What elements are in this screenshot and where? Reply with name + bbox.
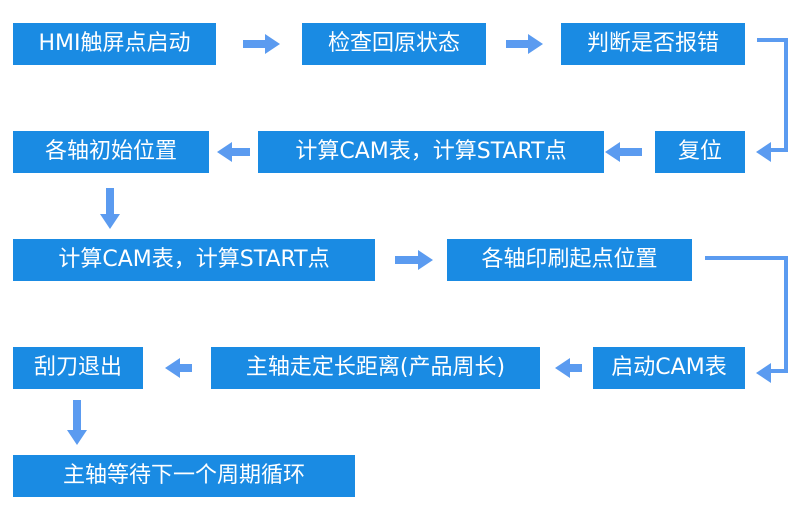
arrow-axis-initial-to-calc-cam-2 [100, 188, 120, 229]
node-start-cam[interactable]: 启动CAM表 [593, 347, 745, 389]
node-calc-cam-1[interactable]: 计算CAM表，计算START点 [258, 131, 604, 173]
arrow-blade-exit-to-wait [67, 400, 87, 445]
node-calc-cam-2[interactable]: 计算CAM表，计算START点 [13, 239, 375, 281]
arrow-main-axis-to-blade-exit [165, 358, 192, 378]
arrow-calc-cam-2-to-axis-print-start [395, 250, 433, 270]
node-axis-initial[interactable]: 各轴初始位置 [13, 131, 209, 173]
node-check-home[interactable]: 检查回原状态 [302, 23, 486, 65]
arrow-head-to-start-cam [756, 363, 771, 383]
arrow-calc-cam-1-to-axis-initial [217, 142, 250, 162]
node-check-error[interactable]: 判断是否报错 [561, 23, 745, 65]
arrow-hmi-to-check-home [243, 34, 280, 54]
node-blade-exit[interactable]: 刮刀退出 [13, 347, 143, 389]
node-axis-print-start[interactable]: 各轴印刷起点位置 [447, 239, 692, 281]
node-main-axis-distance[interactable]: 主轴走定长距离(产品周长) [211, 347, 540, 389]
arrow-reset-to-calc-cam-1 [605, 142, 642, 162]
arrow-start-cam-to-main-axis [555, 358, 582, 378]
arrow-check-home-to-check-error [506, 34, 543, 54]
node-hmi-start[interactable]: HMI触屏点启动 [13, 23, 216, 65]
node-reset[interactable]: 复位 [655, 131, 745, 173]
elbow-check-error-to-reset [757, 38, 788, 152]
node-wait-next-cycle[interactable]: 主轴等待下一个周期循环 [13, 455, 355, 497]
arrow-head-to-reset [756, 142, 771, 162]
